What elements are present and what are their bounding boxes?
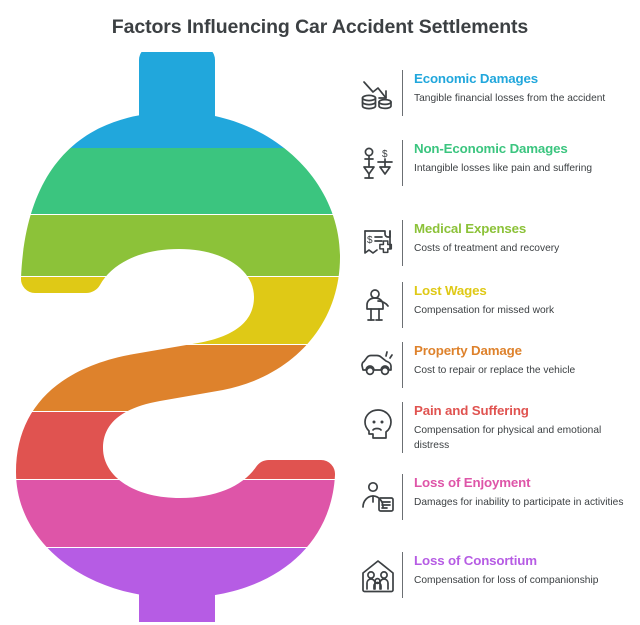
band-loss-of-consortium — [16, 548, 340, 622]
legend-text-block: Loss of Enjoyment Damages for inability … — [414, 474, 634, 511]
legend-description: Compensation for physical and emotional … — [414, 425, 602, 451]
legend-item-pain-and-suffering[interactable]: Pain and Suffering Compensation for phys… — [356, 402, 634, 454]
legend-item-economic-damages[interactable]: Economic Damages Tangible financial loss… — [356, 70, 634, 116]
legend-heading: Medical Expenses — [414, 221, 527, 236]
legend-divider — [402, 402, 403, 454]
legend-divider — [402, 282, 403, 328]
legend-description: Compensation for loss of companionship — [414, 575, 599, 587]
legend-text-block: Pain and Suffering Compensation for phys… — [414, 402, 634, 453]
page-title: Factors Influencing Car Accident Settlem… — [111, 16, 529, 38]
person-standing-icon — [356, 282, 400, 328]
coins-declining-arrow-icon — [356, 70, 400, 116]
legend-text-block: Non-Economic Damages Intangible losses l… — [414, 140, 634, 177]
legend-item-non-economic-damages[interactable]: $ Non-Economic Damages Intangible losses… — [356, 140, 634, 186]
legend-heading: Pain and Suffering — [414, 403, 529, 418]
legend-description: Damages for inability to participate in … — [414, 497, 624, 509]
family-house-icon — [356, 552, 400, 598]
legend-item-property-damage[interactable]: Property Damage Cost to repair or replac… — [356, 342, 634, 388]
legend-divider — [402, 70, 403, 116]
legend-heading: Property Damage — [414, 343, 522, 358]
legend-description: Compensation for missed work — [414, 305, 555, 317]
dollar-sign-banded-chart — [16, 52, 340, 622]
legend-heading: Economic Damages — [414, 71, 538, 86]
legend-item-medical-expenses[interactable]: $ Medical Expenses Costs of treatment an… — [356, 220, 634, 266]
legend-divider — [402, 342, 403, 388]
sad-head-face-icon — [356, 402, 400, 448]
band-non-economic-damages — [16, 148, 340, 214]
legend-divider — [402, 140, 403, 186]
legend-divider — [402, 552, 403, 598]
band-lost-wages — [16, 277, 340, 344]
legend-item-loss-of-enjoyment[interactable]: Loss of Enjoyment Damages for inability … — [356, 474, 634, 520]
damaged-car-icon — [356, 342, 400, 388]
legend-description: Cost to repair or replace the vehicle — [414, 365, 576, 377]
legend-description: Costs of treatment and recovery — [414, 243, 560, 255]
legend-heading: Non-Economic Damages — [414, 141, 568, 156]
legend-divider — [402, 474, 403, 520]
legend-text-block: Medical Expenses Costs of treatment and … — [414, 220, 634, 257]
legend-text-block: Loss of Consortium Compensation for loss… — [414, 552, 634, 589]
band-property-damage — [16, 345, 340, 411]
legend-heading: Lost Wages — [414, 283, 487, 298]
band-pain-and-suffering — [16, 412, 340, 479]
legend-divider — [402, 220, 403, 266]
legend: Economic Damages Tangible financial loss… — [356, 70, 634, 618]
dollar-color-bands — [16, 52, 340, 622]
legend-description: Tangible financial losses from the accid… — [414, 93, 606, 105]
person-scales-balance-icon: $ — [356, 140, 400, 186]
legend-text-block: Lost Wages Compensation for missed work — [414, 282, 634, 319]
legend-item-lost-wages[interactable]: Lost Wages Compensation for missed work — [356, 282, 634, 328]
legend-item-loss-of-consortium[interactable]: Loss of Consortium Compensation for loss… — [356, 552, 634, 598]
legend-description: Intangible losses like pain and sufferin… — [414, 163, 593, 175]
person-document-icon — [356, 474, 400, 520]
band-medical-expenses — [16, 215, 340, 276]
legend-heading: Loss of Consortium — [414, 553, 537, 568]
legend-text-block: Economic Damages Tangible financial loss… — [414, 70, 634, 107]
legend-heading: Loss of Enjoyment — [414, 475, 531, 490]
band-economic-damages — [16, 52, 340, 148]
svg-text:$: $ — [382, 149, 388, 160]
medical-bill-cross-icon: $ — [356, 220, 400, 266]
svg-text:$: $ — [367, 235, 373, 246]
band-loss-of-enjoyment — [16, 480, 340, 547]
legend-text-block: Property Damage Cost to repair or replac… — [414, 342, 634, 379]
